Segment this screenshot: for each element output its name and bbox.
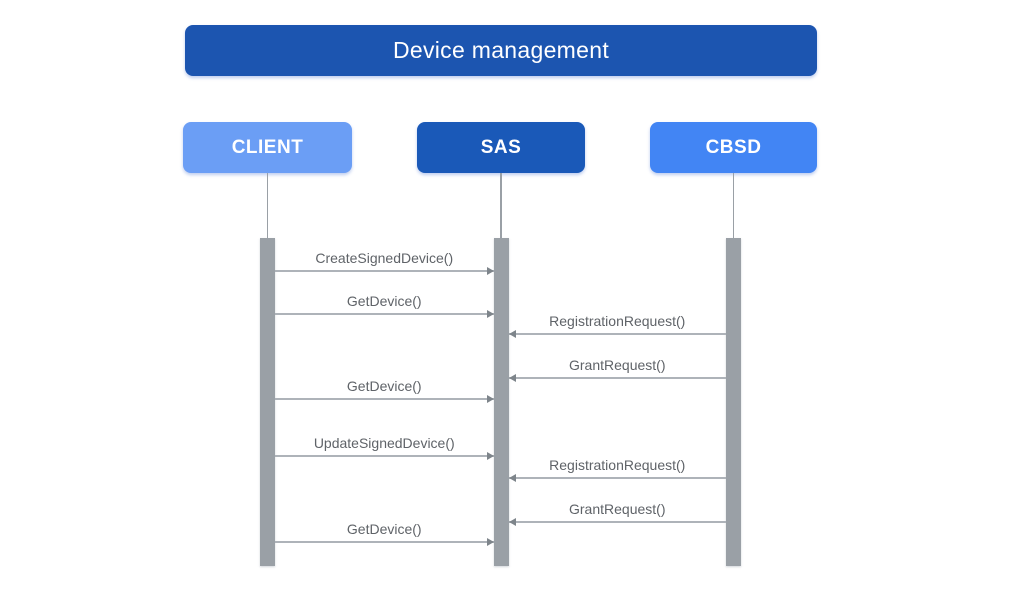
lifeline-client (266, 173, 269, 238)
message-line (508, 477, 726, 479)
arrowhead-left-icon (508, 373, 516, 382)
diagram-title: Device management (185, 25, 817, 76)
arrowhead-right-icon (486, 266, 494, 275)
actor-cbsd: CBSD (650, 122, 817, 173)
arrowhead-left-icon (508, 329, 516, 338)
message-line (508, 521, 726, 523)
message-label: CreateSignedDevice() (315, 250, 454, 266)
lifeline-sas (500, 173, 502, 238)
message-label: GetDevice() (346, 293, 422, 309)
actor-client: CLIENT (183, 122, 352, 173)
activation-bar-sas (493, 238, 509, 566)
message-line (275, 541, 494, 543)
message-label: UpdateSignedDevice() (313, 435, 455, 451)
actor-cbsd-label: CBSD (705, 136, 762, 158)
lifeline-cbsd (732, 173, 735, 238)
message-label: GetDevice() (346, 521, 422, 537)
arrowhead-right-icon (486, 537, 494, 546)
actor-sas-label: SAS (480, 136, 522, 158)
message-line (275, 455, 494, 457)
arrowhead-right-icon (486, 309, 494, 318)
message-label: GrantRequest() (569, 357, 666, 373)
message-line (275, 313, 494, 315)
message-line (508, 333, 726, 335)
activation-bar-cbsd (726, 238, 741, 566)
arrowhead-left-icon (508, 473, 516, 482)
message-label: GetDevice() (346, 378, 422, 394)
arrowhead-right-icon (486, 394, 494, 403)
message-label: RegistrationRequest() (549, 313, 686, 329)
actor-sas: SAS (417, 122, 585, 173)
arrowhead-right-icon (486, 451, 494, 460)
actor-client-label: CLIENT (231, 136, 304, 158)
activation-bar-client (260, 238, 275, 566)
message-line (275, 270, 494, 272)
message-label: RegistrationRequest() (549, 457, 686, 473)
message-line (275, 398, 494, 400)
arrowhead-left-icon (508, 517, 516, 526)
message-line (508, 377, 726, 379)
message-label: GrantRequest() (569, 501, 666, 517)
